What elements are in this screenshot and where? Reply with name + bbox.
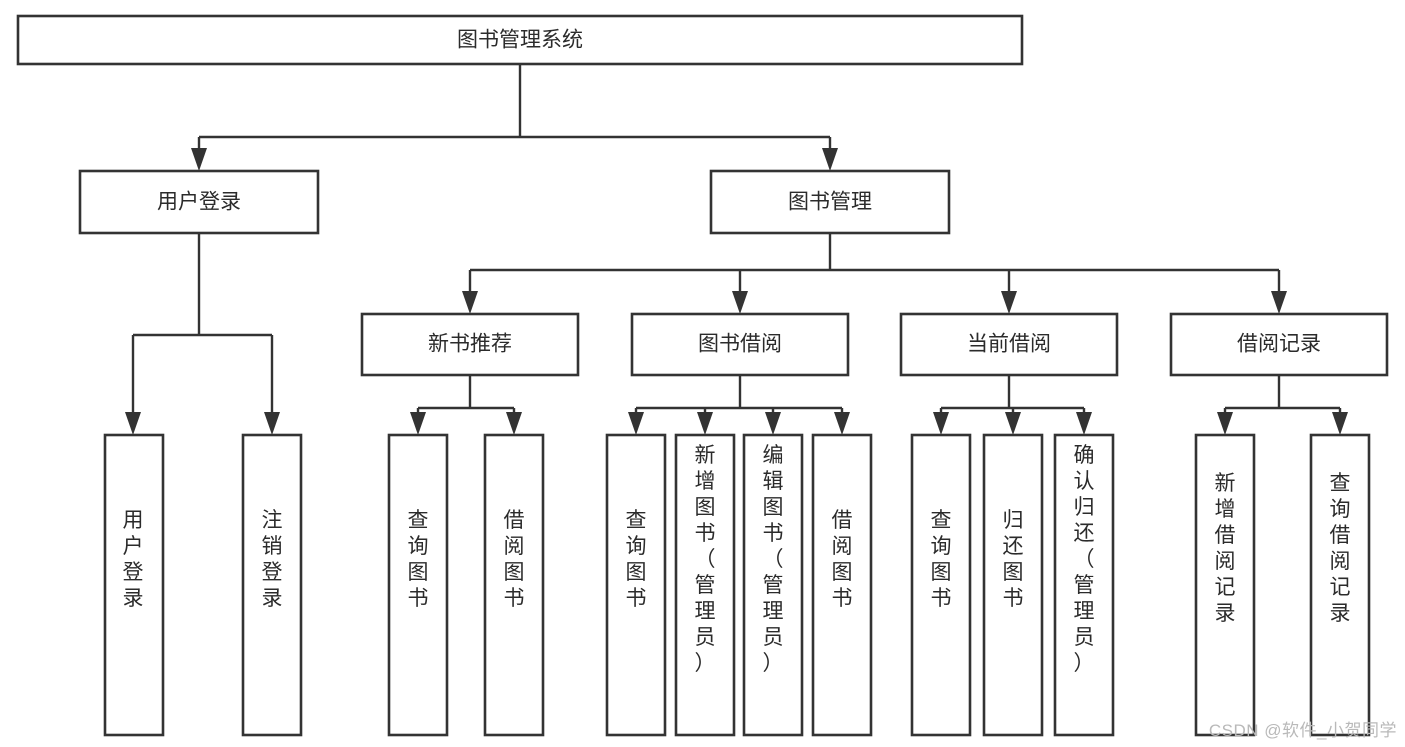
node-leaf-borrow-book-2[interactable]: 借阅图书 bbox=[811, 433, 873, 737]
node-leaf-edit-book[interactable]: 编辑图书（管理员） bbox=[742, 433, 804, 737]
node-leaf-query-book-1-box[interactable] bbox=[387, 433, 449, 737]
node-current-borrow-box[interactable] bbox=[899, 312, 1119, 377]
arrow-to-leaf-user-logout bbox=[264, 412, 280, 435]
connector-layer bbox=[125, 64, 1348, 435]
connector-book-borrow-bus bbox=[634, 375, 844, 420]
node-borrow-record-box[interactable] bbox=[1169, 312, 1389, 377]
node-leaf-query-book-2-box[interactable] bbox=[605, 433, 667, 737]
arrow-to-leaf-query-book-1 bbox=[410, 412, 426, 435]
node-leaf-user-logout-box[interactable] bbox=[241, 433, 303, 737]
connector-root-bus bbox=[197, 64, 832, 156]
node-root-label: 图书管理系统 bbox=[457, 29, 583, 52]
node-leaf-user-login[interactable]: 用户登录 bbox=[103, 433, 165, 737]
node-leaf-user-logout[interactable]: 注销登录 bbox=[241, 433, 303, 737]
connector-book-management-bus bbox=[468, 233, 1281, 299]
arrow-to-leaf-borrow-book-2 bbox=[834, 412, 850, 435]
arrow-to-leaf-edit-book bbox=[765, 412, 781, 435]
arrow-to-new-book-recommend bbox=[462, 291, 478, 314]
node-leaf-borrow-book-1-box[interactable] bbox=[483, 433, 545, 737]
node-leaf-add-book-box[interactable] bbox=[674, 433, 736, 737]
node-leaf-query-book-1[interactable]: 查询图书 bbox=[387, 433, 449, 737]
node-book-management[interactable]: 图书管理 bbox=[709, 169, 951, 235]
node-leaf-borrow-book-1-label: 借阅图书 bbox=[504, 509, 525, 610]
node-leaf-add-record-label: 新增借阅记录 bbox=[1215, 472, 1236, 625]
node-borrow-record[interactable]: 借阅记录 bbox=[1169, 312, 1389, 377]
connector-new-book-recommend-bus bbox=[416, 375, 516, 420]
node-current-borrow[interactable]: 当前借阅 bbox=[899, 312, 1119, 377]
node-leaf-add-book-label: 新增图书（管理员） bbox=[695, 444, 716, 675]
node-leaf-return-book[interactable]: 归还图书 bbox=[982, 433, 1044, 737]
node-leaf-query-book-2-label: 查询图书 bbox=[626, 509, 647, 610]
arrow-to-leaf-add-record bbox=[1217, 412, 1233, 435]
node-leaf-edit-book-label: 编辑图书（管理员） bbox=[763, 444, 784, 675]
node-new-book-recommend-label: 新书推荐 bbox=[428, 333, 512, 356]
node-leaf-query-record-label: 查询借阅记录 bbox=[1330, 472, 1351, 625]
node-user-login-label: 用户登录 bbox=[157, 191, 241, 214]
csdn-watermark: CSDN @软件_小贺同学 bbox=[1208, 721, 1397, 740]
node-leaf-query-record-box[interactable] bbox=[1309, 433, 1371, 737]
node-leaf-user-logout-label: 注销登录 bbox=[262, 509, 283, 610]
node-book-management-label: 图书管理 bbox=[788, 191, 872, 214]
node-root-box[interactable] bbox=[16, 14, 1024, 66]
arrow-to-leaf-borrow-book-1 bbox=[506, 412, 522, 435]
node-leaf-confirm-return-box[interactable] bbox=[1053, 433, 1115, 737]
node-leaf-query-book-3-box[interactable] bbox=[910, 433, 972, 737]
arrow-to-borrow-record bbox=[1271, 291, 1287, 314]
node-root[interactable]: 图书管理系统 bbox=[16, 14, 1024, 66]
arrow-to-leaf-user-login bbox=[125, 412, 141, 435]
arrow-to-leaf-confirm-return bbox=[1076, 412, 1092, 435]
node-leaf-user-login-label: 用户登录 bbox=[123, 509, 144, 610]
arrow-to-leaf-query-record bbox=[1332, 412, 1348, 435]
node-book-borrow-box[interactable] bbox=[630, 312, 850, 377]
node-user-login-box[interactable] bbox=[78, 169, 320, 235]
node-leaf-query-book-2[interactable]: 查询图书 bbox=[605, 433, 667, 737]
node-leaf-query-record[interactable]: 查询借阅记录 bbox=[1309, 433, 1371, 737]
arrow-to-book-borrow bbox=[732, 291, 748, 314]
node-leaf-return-book-label: 归还图书 bbox=[1003, 509, 1024, 610]
connector-user-login-bus bbox=[131, 233, 274, 420]
node-leaf-borrow-book-2-box[interactable] bbox=[811, 433, 873, 737]
node-user-login[interactable]: 用户登录 bbox=[78, 169, 320, 235]
node-book-borrow-label: 图书借阅 bbox=[698, 333, 782, 356]
node-leaf-confirm-return-label: 确认归还（管理员） bbox=[1074, 444, 1095, 675]
node-leaf-add-record[interactable]: 新增借阅记录 bbox=[1194, 433, 1256, 737]
node-new-book-recommend[interactable]: 新书推荐 bbox=[360, 312, 580, 377]
node-leaf-user-login-box[interactable] bbox=[103, 433, 165, 737]
node-leaf-query-book-1-label: 查询图书 bbox=[408, 509, 429, 610]
node-book-management-box[interactable] bbox=[709, 169, 951, 235]
node-leaf-borrow-book-1[interactable]: 借阅图书 bbox=[483, 433, 545, 737]
node-leaf-add-record-box[interactable] bbox=[1194, 433, 1256, 737]
node-new-book-recommend-box[interactable] bbox=[360, 312, 580, 377]
node-leaf-add-book[interactable]: 新增图书（管理员） bbox=[674, 433, 736, 737]
arrow-to-leaf-query-book-2 bbox=[628, 412, 644, 435]
arrow-to-leaf-return-book bbox=[1005, 412, 1021, 435]
arrow-to-current-borrow bbox=[1001, 291, 1017, 314]
arrow-to-leaf-query-book-3 bbox=[933, 412, 949, 435]
node-book-borrow[interactable]: 图书借阅 bbox=[630, 312, 850, 377]
node-borrow-record-label: 借阅记录 bbox=[1237, 333, 1321, 356]
node-current-borrow-label: 当前借阅 bbox=[967, 333, 1051, 356]
node-leaf-edit-book-box[interactable] bbox=[742, 433, 804, 737]
arrow-to-book-management bbox=[822, 148, 838, 171]
node-leaf-confirm-return[interactable]: 确认归还（管理员） bbox=[1053, 433, 1115, 737]
connector-borrow-record-bus bbox=[1223, 375, 1342, 420]
node-leaf-query-book-3-label: 查询图书 bbox=[931, 509, 952, 610]
node-leaf-borrow-book-2-label: 借阅图书 bbox=[832, 509, 853, 610]
arrow-to-leaf-add-book bbox=[697, 412, 713, 435]
node-leaf-return-book-box[interactable] bbox=[982, 433, 1044, 737]
node-leaf-query-book-3[interactable]: 查询图书 bbox=[910, 433, 972, 737]
arrow-to-user-login bbox=[191, 148, 207, 171]
